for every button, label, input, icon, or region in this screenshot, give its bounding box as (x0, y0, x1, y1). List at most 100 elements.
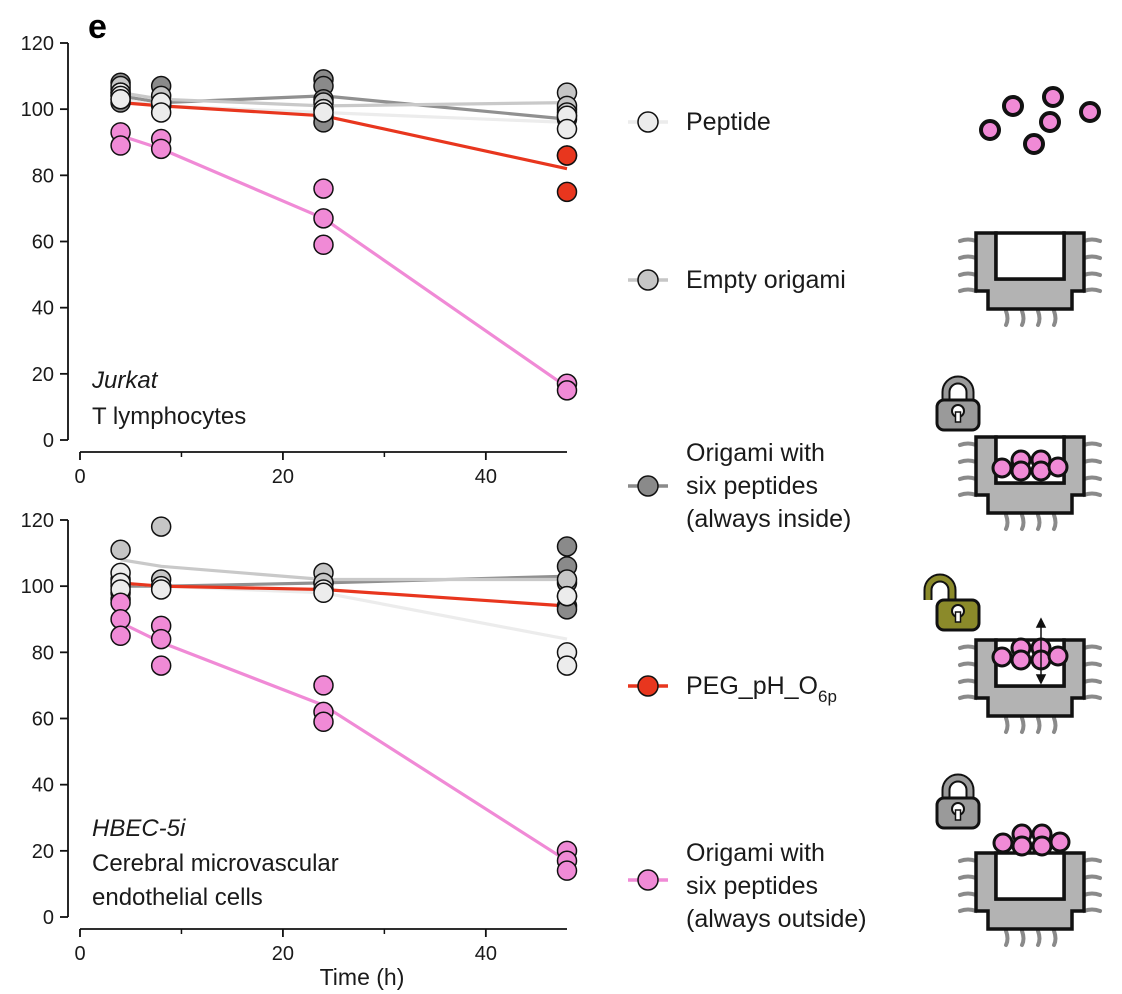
y-tick-label: 40 (32, 775, 54, 797)
y-tick-label: 60 (32, 709, 54, 731)
empty-origami-icon (958, 231, 1102, 327)
bottom-cell-type-line1: Cerebral microvascular (92, 850, 339, 877)
legend-label-main: PEG_pH_O (686, 672, 818, 700)
origami-inside-icon (958, 435, 1102, 531)
data-point-peptide (556, 585, 578, 607)
data-point-peg (556, 145, 578, 166)
data-point-peptide (556, 118, 578, 140)
y-tick-label: 40 (32, 298, 54, 320)
data-point-inside (556, 536, 578, 557)
data-point-peptide (150, 579, 172, 600)
bottom-cell-line-label: HBEC-5i (92, 815, 186, 842)
data-point-outside (556, 380, 578, 401)
bottom-cell-type-line2: endothelial cells (92, 884, 263, 911)
y-tick-label: 60 (32, 232, 54, 254)
legend-label-line3: (always outside) (686, 905, 867, 933)
legend-swatch-marker (637, 111, 659, 133)
legend-swatch-marker (637, 675, 659, 697)
data-point-outside (110, 625, 131, 647)
legend-item-always-outside: Origami with six peptides (always outsid… (628, 839, 867, 933)
top-cell-type-label: T lymphocytes (92, 403, 246, 430)
y-tick-label: 100 (21, 576, 54, 598)
y-tick-label: 120 (21, 33, 54, 55)
x-tick-label: 40 (475, 943, 497, 965)
legend-item-always-inside: Origami with six peptides (always inside… (628, 439, 851, 533)
data-point-peptide (110, 88, 131, 110)
y-tick-label: 100 (21, 99, 54, 121)
x-tick-label: 20 (272, 943, 294, 965)
bottom-series-lines (119, 558, 568, 863)
legend-item-peptide: Peptide (628, 108, 771, 136)
series-line-peg (120, 581, 568, 608)
data-point-outside (110, 135, 131, 156)
legend-item-empty-origami: Empty origami (628, 266, 846, 294)
series-line-outside (120, 134, 568, 389)
legend-label-line1: Origami with (686, 439, 825, 467)
series-line-inside (120, 94, 568, 121)
x-tick-label: 0 (74, 466, 85, 488)
data-point-empty (110, 539, 131, 561)
data-point-outside (313, 234, 334, 256)
x-tick-label: 20 (272, 466, 294, 488)
legend-swatch-marker (637, 475, 659, 497)
y-tick-label: 0 (43, 430, 54, 452)
data-point-outside (556, 860, 578, 881)
locked-padlock-icon (937, 774, 979, 828)
legend: Peptide Empty origami Origami with six p… (628, 108, 867, 933)
y-tick-label: 20 (32, 841, 54, 863)
data-point-outside (313, 178, 334, 199)
legend-label: Empty origami (686, 266, 846, 294)
bottom-axes: 0 20 40 60 80 100 120 0 20 40 (21, 510, 567, 965)
series-line-peg (120, 101, 568, 171)
data-point-peptide (150, 102, 172, 123)
data-point-empty (150, 516, 172, 537)
x-tick-label: 0 (74, 943, 85, 965)
unlocked-padlock-icon (928, 578, 979, 630)
series-line-empty (120, 91, 568, 108)
free-peptides-icon (979, 86, 1101, 155)
data-point-outside (150, 628, 172, 650)
top-data-points (110, 69, 578, 401)
legend-swatch-marker (637, 269, 659, 291)
data-point-peptide (313, 582, 334, 604)
top-series-lines (120, 91, 568, 389)
legend-label-subscript: 6p (818, 687, 837, 706)
legend-label: PEG_pH_O6p (686, 672, 837, 706)
legend-label-line2: six peptides (686, 472, 818, 500)
legend-label: Peptide (686, 108, 771, 136)
series-line-peptide (120, 97, 568, 124)
origami-outside-icon (958, 823, 1102, 947)
series-line-outside (119, 621, 568, 863)
y-tick-label: 0 (43, 907, 54, 929)
locked-padlock-icon (937, 376, 979, 430)
data-point-outside (150, 138, 172, 160)
data-point-peptide (556, 655, 578, 676)
legend-item-peg: PEG_pH_O6p (628, 672, 837, 706)
x-tick-label: 40 (475, 466, 497, 488)
legend-label-line3: (always inside) (686, 505, 851, 533)
origami-switchable-icon (958, 617, 1102, 734)
y-tick-label: 80 (32, 642, 54, 664)
data-point-peg (556, 181, 578, 203)
data-point-peptide (313, 102, 334, 123)
bottom-data-points (110, 516, 578, 881)
schematic-icons (928, 86, 1102, 947)
legend-label-line1: Origami with (686, 839, 825, 867)
x-axis-title: Time (h) (320, 964, 405, 990)
data-point-outside (313, 711, 334, 733)
series-line-inside (120, 574, 568, 588)
top-cell-line-label: Jurkat (91, 367, 159, 394)
data-point-outside (150, 655, 172, 676)
legend-label-line2: six peptides (686, 872, 818, 900)
legend-swatch-marker (637, 869, 659, 891)
panel-label: e (88, 8, 107, 46)
data-point-outside (313, 208, 334, 229)
y-tick-label: 80 (32, 165, 54, 187)
data-point-outside (313, 675, 334, 696)
y-tick-label: 120 (21, 510, 54, 532)
series-line-empty (120, 558, 567, 582)
panel-hbec: 0 20 40 60 80 100 120 0 20 40 HBEC-5i Cerebral mi… (21, 510, 578, 990)
